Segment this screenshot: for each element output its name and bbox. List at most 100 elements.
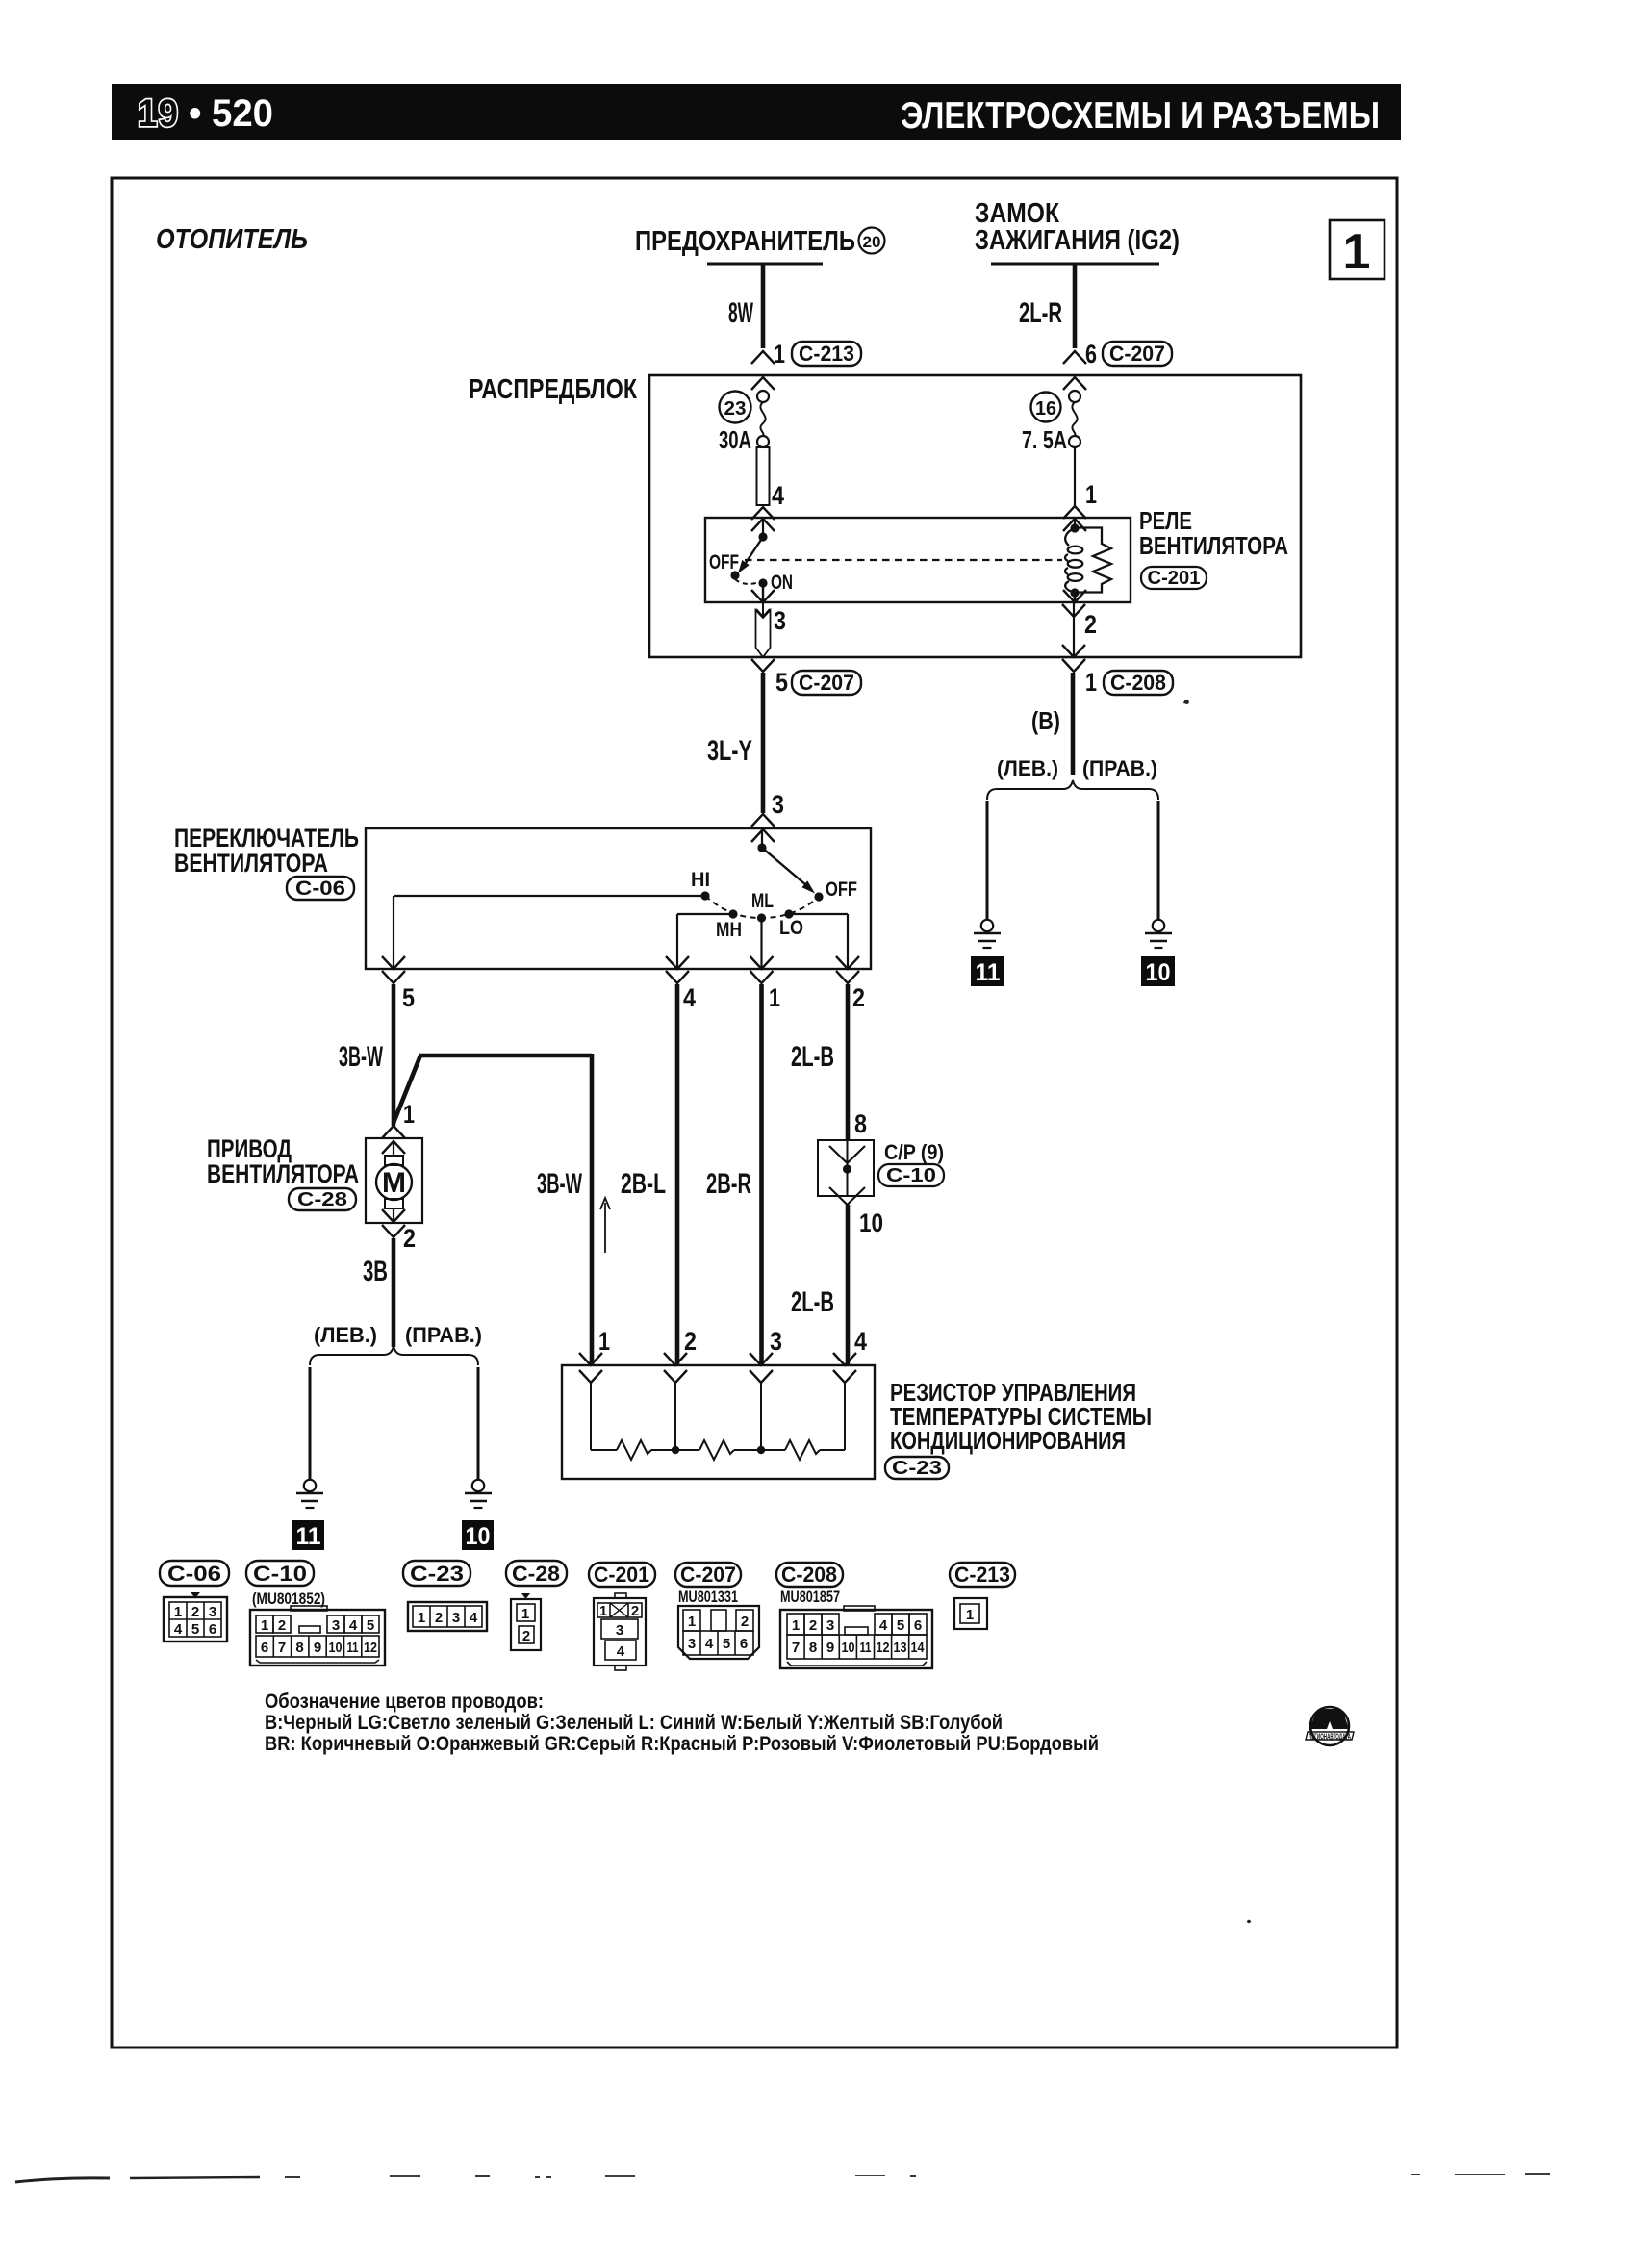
svg-text:3B-W: 3B-W — [537, 1168, 582, 1200]
svg-text:20: 20 — [863, 233, 881, 251]
svg-text:8: 8 — [854, 1109, 867, 1138]
svg-text:ПРИВОД: ПРИВОД — [207, 1134, 292, 1163]
svg-text:C-207: C-207 — [799, 671, 854, 695]
svg-text:1: 1 — [174, 1604, 182, 1620]
svg-text:4: 4 — [617, 1643, 625, 1660]
svg-text:MU801331: MU801331 — [678, 1588, 738, 1606]
svg-text:2L-B: 2L-B — [791, 1041, 834, 1073]
svg-text:C-28: C-28 — [297, 1189, 347, 1210]
svg-text:2: 2 — [631, 1603, 639, 1619]
svg-text:2L-B: 2L-B — [791, 1286, 834, 1318]
svg-text:7: 7 — [278, 1640, 286, 1656]
svg-text:OFF: OFF — [709, 551, 739, 573]
svg-text:ВЕНТИЛЯТОРА: ВЕНТИЛЯТОРА — [1139, 531, 1288, 560]
svg-text:ЭЛЕКТРОСХЕМЫ И РАЗЪЕМЫ: ЭЛЕКТРОСХЕМЫ И РАЗЪЕМЫ — [901, 95, 1380, 137]
svg-text:7. 5A: 7. 5A — [1022, 425, 1067, 454]
svg-text:C-23: C-23 — [892, 1458, 942, 1479]
svg-text:23: 23 — [724, 398, 747, 420]
svg-text:4: 4 — [174, 1621, 183, 1638]
svg-text:2L-R: 2L-R — [1019, 297, 1062, 329]
svg-text:OFF: OFF — [826, 878, 857, 901]
svg-text:4: 4 — [349, 1617, 358, 1634]
svg-text:3: 3 — [772, 790, 784, 819]
svg-text:LO: LO — [779, 917, 803, 939]
svg-text:C-213: C-213 — [954, 1563, 1010, 1587]
svg-text:9: 9 — [314, 1640, 321, 1656]
svg-text:C-06: C-06 — [167, 1562, 221, 1586]
svg-text:ON: ON — [771, 572, 793, 594]
svg-text:2B-R: 2B-R — [706, 1168, 751, 1200]
svg-text:ML: ML — [751, 890, 774, 912]
svg-text:3: 3 — [452, 1610, 460, 1626]
svg-text:C-201: C-201 — [594, 1563, 649, 1587]
svg-text:HI: HI — [691, 869, 710, 891]
svg-text:5: 5 — [402, 983, 415, 1012]
svg-text:(B): (B) — [1031, 706, 1060, 735]
svg-text:C/P (9): C/P (9) — [884, 1140, 944, 1164]
svg-text:2: 2 — [435, 1610, 443, 1626]
svg-text:ЛЕГИОНАВТОДАТА: ЛЕГИОНАВТОДАТА — [1309, 1733, 1351, 1742]
svg-text:1: 1 — [261, 1617, 268, 1634]
svg-text:2: 2 — [852, 983, 865, 1012]
svg-text:MU801857: MU801857 — [780, 1588, 840, 1606]
svg-text:3L-Y: 3L-Y — [707, 735, 752, 767]
svg-text:4: 4 — [683, 983, 696, 1012]
svg-text:5: 5 — [191, 1621, 199, 1638]
svg-text:ВЕНТИЛЯТОРА: ВЕНТИЛЯТОРА — [207, 1159, 359, 1188]
svg-text:4: 4 — [879, 1617, 888, 1634]
svg-text:14: 14 — [911, 1640, 926, 1656]
svg-text:1: 1 — [1085, 668, 1097, 697]
svg-text:8: 8 — [295, 1640, 303, 1656]
svg-text:1: 1 — [1343, 224, 1371, 280]
svg-text:РЕЛЕ: РЕЛЕ — [1139, 506, 1192, 535]
svg-text:3: 3 — [688, 1636, 696, 1652]
svg-text:3: 3 — [826, 1617, 834, 1634]
svg-text:2: 2 — [522, 1628, 530, 1644]
svg-text:1: 1 — [688, 1614, 696, 1630]
svg-text:ПРЕДОХРАНИТЕЛЬ: ПРЕДОХРАНИТЕЛЬ — [635, 226, 855, 257]
svg-text:2: 2 — [278, 1617, 286, 1634]
svg-text:ЗАМОК: ЗАМОК — [975, 198, 1059, 229]
svg-text:1: 1 — [521, 1606, 529, 1622]
svg-text:10: 10 — [842, 1640, 855, 1656]
svg-text:• 520: • 520 — [189, 92, 273, 135]
svg-text:ПЕРЕКЛЮЧАТЕЛЬ: ПЕРЕКЛЮЧАТЕЛЬ — [174, 824, 359, 852]
svg-text:5: 5 — [367, 1617, 374, 1634]
svg-text:19: 19 — [138, 92, 179, 135]
svg-text:1: 1 — [418, 1610, 425, 1626]
svg-text:C-28: C-28 — [512, 1562, 560, 1586]
svg-text:1: 1 — [774, 340, 785, 369]
svg-text:(ЛЕВ.): (ЛЕВ.) — [997, 756, 1058, 780]
svg-text:(ПРАВ.): (ПРАВ.) — [405, 1323, 482, 1347]
svg-text:2: 2 — [1084, 610, 1097, 639]
svg-text:В:Черный LG:Светло зеленый G:З: В:Черный LG:Светло зеленый G:Зеленый L: … — [265, 1712, 1003, 1734]
svg-text:C-10: C-10 — [886, 1165, 936, 1186]
svg-text:3: 3 — [774, 606, 786, 635]
svg-text:1: 1 — [599, 1603, 607, 1619]
svg-text:2: 2 — [403, 1224, 416, 1253]
svg-text:10: 10 — [859, 1208, 883, 1237]
svg-text:(ЛЕВ.): (ЛЕВ.) — [314, 1323, 377, 1347]
svg-text:РАСПРЕДБЛОК: РАСПРЕДБЛОК — [469, 374, 637, 405]
svg-text:M: M — [382, 1167, 406, 1199]
svg-text:РЕЗИСТОР УПРАВЛЕНИЯ: РЕЗИСТОР УПРАВЛЕНИЯ — [890, 1378, 1136, 1407]
svg-text:3: 3 — [332, 1617, 340, 1634]
svg-text:ТЕМПЕРАТУРЫ СИСТЕМЫ: ТЕМПЕРАТУРЫ СИСТЕМЫ — [890, 1402, 1152, 1431]
svg-text:12: 12 — [364, 1640, 377, 1656]
svg-text:Обозначение цветов проводов:: Обозначение цветов проводов: — [265, 1691, 544, 1713]
svg-text:3B: 3B — [363, 1256, 388, 1287]
svg-text:2: 2 — [191, 1604, 199, 1620]
svg-text:ВЕНТИЛЯТОРА: ВЕНТИЛЯТОРА — [174, 849, 328, 878]
svg-text:5: 5 — [723, 1636, 730, 1652]
svg-text:11: 11 — [296, 1523, 321, 1550]
svg-text:6: 6 — [914, 1617, 922, 1634]
svg-text:1: 1 — [792, 1617, 800, 1634]
svg-text:12: 12 — [877, 1640, 890, 1656]
svg-text:C-208: C-208 — [1110, 671, 1166, 695]
svg-text:C-207: C-207 — [680, 1563, 736, 1587]
svg-text:1: 1 — [1085, 480, 1097, 509]
svg-text:3: 3 — [209, 1604, 216, 1620]
svg-text:BR: Коричневый О:Оранжевый GR:: BR: Коричневый О:Оранжевый GR:Серый R:Кр… — [265, 1733, 1099, 1755]
svg-text:C-208: C-208 — [781, 1563, 837, 1587]
svg-text:ЗАЖИГАНИЯ (IG2): ЗАЖИГАНИЯ (IG2) — [975, 225, 1180, 256]
